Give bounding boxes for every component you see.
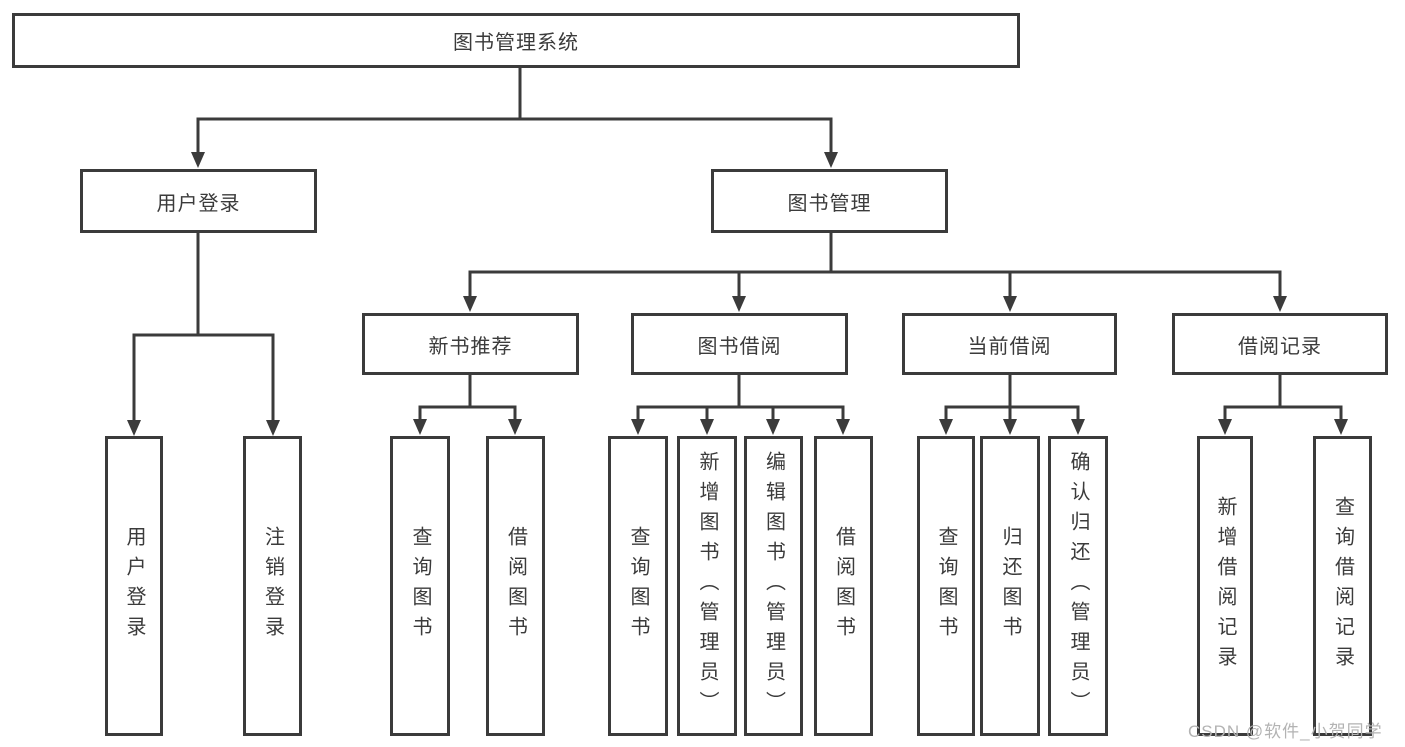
leaf-add-books-admin-label: 新增图书（管理员）: [696, 451, 718, 721]
leaf-query-borrow-record-label: 查询借阅记录: [1331, 496, 1354, 676]
node-book-management: 图书管理: [711, 169, 948, 233]
leaf-logout-label: 注销登录: [261, 526, 284, 646]
leaf-add-borrow-record: 新增借阅记录: [1197, 436, 1253, 736]
node-borrowing-records-label: 借阅记录: [1238, 335, 1322, 358]
leaf-query-books-2: 查询图书: [608, 436, 668, 736]
node-root: 图书管理系统: [12, 13, 1020, 68]
leaf-edit-books-admin-label: 编辑图书（管理员）: [762, 451, 785, 721]
leaf-borrow-books-1-label: 借阅图书: [504, 526, 527, 646]
node-new-book-recommend: 新书推荐: [362, 313, 579, 375]
leaf-query-books-1-label: 查询图书: [409, 526, 431, 646]
node-current-borrowing: 当前借阅: [902, 313, 1117, 375]
leaf-add-borrow-record-label: 新增借阅记录: [1214, 496, 1236, 676]
leaf-query-borrow-record: 查询借阅记录: [1313, 436, 1372, 736]
leaf-borrow-books-1: 借阅图书: [486, 436, 545, 736]
leaf-edit-books-admin: 编辑图书（管理员）: [744, 436, 803, 736]
node-book-management-label: 图书管理: [787, 192, 872, 215]
leaf-query-books-3-label: 查询图书: [935, 526, 957, 646]
node-root-label: 图书管理系统: [453, 32, 579, 54]
leaf-borrow-books-2-label: 借阅图书: [832, 526, 855, 646]
node-book-borrowing-label: 图书借阅: [697, 335, 782, 358]
leaf-logout: 注销登录: [243, 436, 302, 736]
node-user-login: 用户登录: [80, 169, 317, 233]
leaf-confirm-return-admin-label: 确认归还（管理员）: [1067, 451, 1089, 721]
node-new-book-recommend-label: 新书推荐: [428, 335, 513, 358]
leaf-return-books-label: 归还图书: [999, 526, 1021, 646]
node-book-borrowing: 图书借阅: [631, 313, 848, 375]
leaf-query-books-1: 查询图书: [390, 436, 450, 736]
leaf-confirm-return-admin: 确认归还（管理员）: [1048, 436, 1108, 736]
node-user-login-label: 用户登录: [156, 192, 241, 215]
leaf-query-books-3: 查询图书: [917, 436, 975, 736]
leaf-return-books: 归还图书: [980, 436, 1040, 736]
csdn-watermark: CSDN @软件_小贺同学: [1188, 722, 1383, 741]
node-current-borrowing-label: 当前借阅: [967, 335, 1052, 358]
leaf-query-books-2-label: 查询图书: [627, 526, 649, 646]
leaf-borrow-books-2: 借阅图书: [814, 436, 873, 736]
leaf-add-books-admin: 新增图书（管理员）: [677, 436, 737, 736]
leaf-user-login: 用户登录: [105, 436, 163, 736]
leaf-user-login-label: 用户登录: [123, 526, 145, 646]
node-borrowing-records: 借阅记录: [1172, 313, 1388, 375]
